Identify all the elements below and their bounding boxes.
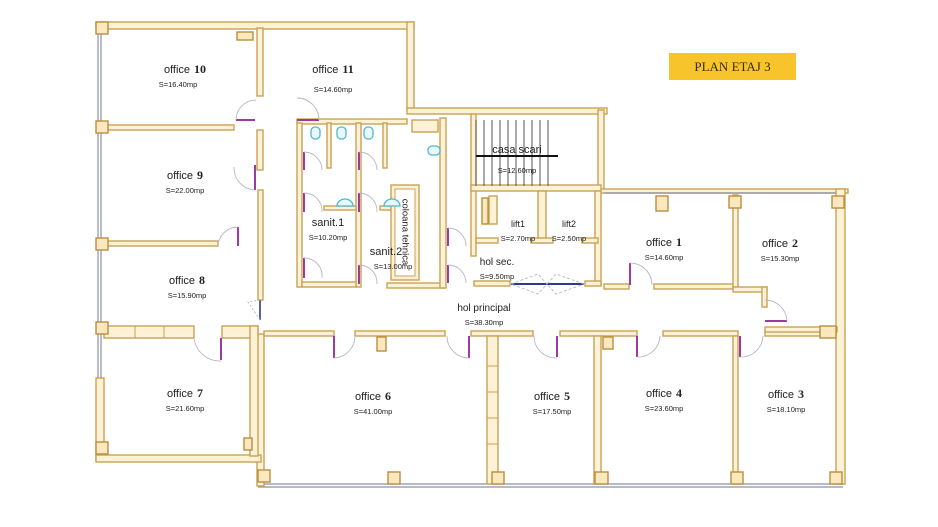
room-number: 1 bbox=[676, 235, 683, 249]
room-number: 9 bbox=[197, 168, 204, 182]
room-name: office bbox=[168, 275, 196, 287]
room-area: S=15.30mp bbox=[760, 254, 800, 263]
room-name: coloana tehnica bbox=[399, 198, 411, 266]
room-area: S=22.00mp bbox=[165, 186, 205, 195]
room-number: 8 bbox=[199, 273, 206, 287]
room-number: 3 bbox=[798, 387, 805, 401]
room-name: office bbox=[533, 391, 561, 403]
room-hol-principal: hol principal S=38.30mp bbox=[457, 298, 510, 327]
room-number: 5 bbox=[564, 389, 571, 403]
room-area: S=18.10mp bbox=[766, 405, 806, 414]
room-name: casa scari bbox=[492, 144, 542, 156]
room-sanit-2: sanit.2 S=13.00mp bbox=[370, 242, 413, 271]
room-name: hol principal bbox=[457, 303, 511, 314]
room-name: office bbox=[354, 391, 382, 403]
doors bbox=[193, 97, 788, 362]
room-area: S=14.60mp bbox=[313, 85, 353, 94]
plan-title-badge: PLAN ETAJ 3 bbox=[669, 53, 796, 80]
room-area: S=23.60mp bbox=[644, 404, 684, 413]
room-number: 10 bbox=[194, 62, 207, 76]
room-hol-sec: hol sec. S=9.50mp bbox=[480, 252, 514, 281]
room-name: office bbox=[166, 170, 194, 182]
room-area: S=2.50mp bbox=[551, 234, 587, 243]
room-area: S=38.30mp bbox=[464, 318, 504, 327]
interior-walls bbox=[103, 27, 838, 485]
room-lift-2: lift2 S=2.50mp bbox=[552, 214, 586, 243]
room-name: office bbox=[767, 389, 795, 401]
room-number: 11 bbox=[342, 62, 354, 76]
room-area: S=14.60mp bbox=[644, 253, 684, 262]
room-area: S=41.00mp bbox=[353, 407, 393, 416]
room-name: lift1 bbox=[510, 219, 525, 229]
room-name: office bbox=[761, 238, 789, 250]
room-area: S=21.60mp bbox=[165, 404, 205, 413]
structural-columns bbox=[95, 21, 845, 485]
room-name: hol sec. bbox=[479, 257, 515, 268]
room-area: S=10.20mp bbox=[308, 233, 348, 242]
outer-walls bbox=[95, 21, 849, 488]
room-name: office bbox=[645, 237, 673, 249]
room-number: 7 bbox=[197, 386, 204, 400]
room-name: office bbox=[645, 388, 673, 400]
room-sanit-1: sanit.1 S=10.20mp bbox=[309, 213, 348, 242]
room-name: lift2 bbox=[561, 219, 576, 229]
stair-treads bbox=[475, 120, 558, 186]
room-number: 6 bbox=[385, 389, 392, 403]
room-number: 4 bbox=[676, 386, 683, 400]
sanitary-fixtures bbox=[310, 126, 441, 207]
room-casa-scari: casa scari S=12.60mp bbox=[492, 140, 542, 175]
room-area: S=12.60mp bbox=[497, 166, 537, 175]
room-name: sanit.2 bbox=[369, 246, 403, 258]
room-name: office bbox=[166, 388, 194, 400]
room-area: S=2.70mp bbox=[500, 234, 536, 243]
room-area: S=17.50mp bbox=[532, 407, 572, 416]
room-area: S=13.00mp bbox=[373, 262, 413, 271]
room-name: office bbox=[163, 64, 191, 76]
room-area: S=16.40mp bbox=[158, 80, 198, 89]
room-area: S=15.90mp bbox=[167, 291, 207, 300]
room-name: office bbox=[312, 64, 339, 76]
room-area: S=9.50mp bbox=[479, 272, 515, 281]
room-lift-1: lift1 S=2.70mp bbox=[501, 214, 535, 243]
room-coloana-tehnica: coloana tehnica bbox=[395, 188, 415, 276]
room-name: sanit.1 bbox=[311, 217, 345, 229]
room-number: 2 bbox=[792, 236, 799, 250]
